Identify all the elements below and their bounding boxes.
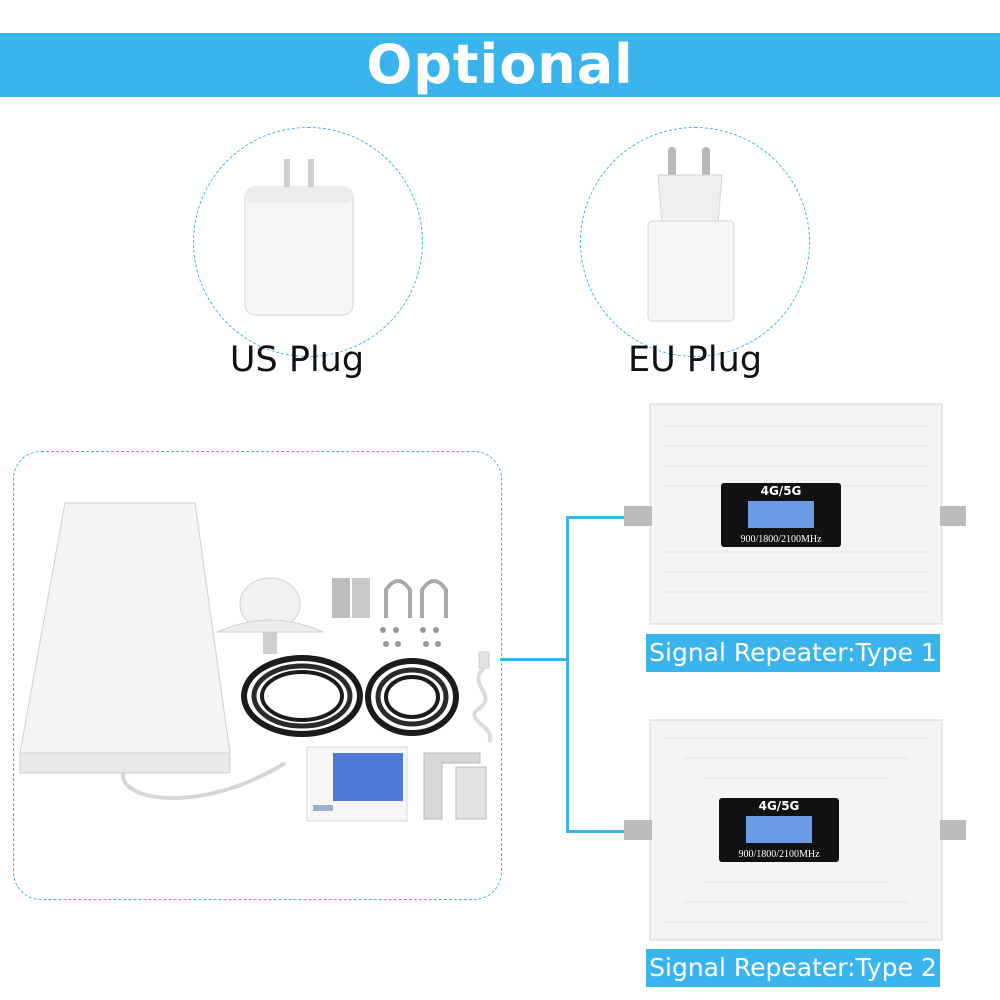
connector-line-vertical: [566, 516, 569, 832]
optional-banner: Optional: [0, 33, 1000, 97]
outdoor-antenna-image: [19, 502, 287, 800]
wall-bracket-image: [423, 752, 487, 820]
coaxial-cable-coil-left: [241, 655, 363, 737]
repeater-type1-bands: 900/1800/2100MHz: [740, 534, 822, 545]
mounting-hardware-image: [332, 578, 448, 647]
repeater-type1-brand: 4G/5G: [760, 484, 802, 498]
repeater-type2-lcd: 4G/5G 900/1800/2100MHz: [719, 798, 839, 862]
us-plug-frame: [193, 127, 423, 357]
us-plug-label: US Plug: [229, 340, 365, 380]
coaxial-cable-coil-right: [365, 658, 459, 736]
repeater-type2-label: Signal Repeater:Type 2: [646, 949, 940, 987]
banner-title: Optional: [366, 33, 634, 96]
indoor-dome-antenna-image: [216, 577, 324, 654]
repeater-type2-brand: 4G/5G: [758, 799, 800, 813]
repeater-type2-screen: [746, 816, 812, 843]
repeater-type2-bands: 900/1800/2100MHz: [738, 849, 820, 860]
eu-plug-image: [647, 147, 735, 322]
connector-line-stem: [500, 658, 568, 661]
user-manual-image: [306, 746, 408, 822]
eu-plug-label: EU Plug: [627, 340, 763, 380]
eu-plug-frame: [580, 127, 810, 357]
repeater-type1-label: Signal Repeater:Type 1: [646, 634, 940, 672]
connector-line-type2: [566, 830, 628, 833]
repeater-type1-screen: [748, 501, 814, 528]
usb-cable-image: [472, 651, 493, 743]
us-plug-image: [244, 159, 354, 316]
repeater-type1-lcd: 4G/5G 900/1800/2100MHz: [721, 483, 841, 547]
connector-line-type1: [566, 516, 628, 519]
antenna-kit-frame: [13, 451, 502, 900]
